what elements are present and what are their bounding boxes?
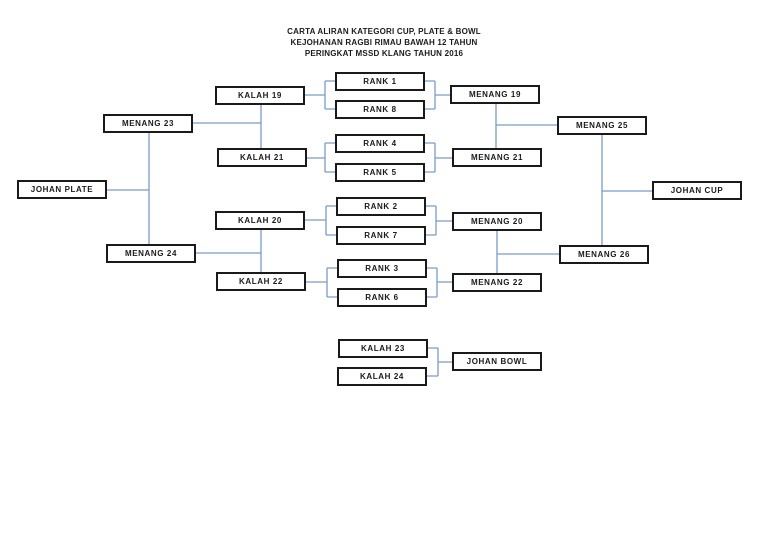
node-menang-26: MENANG 26 — [559, 245, 649, 264]
node-kalah-21: KALAH 21 — [217, 148, 307, 167]
node-rank-5: RANK 5 — [335, 163, 425, 182]
node-menang-21: MENANG 21 — [452, 148, 542, 167]
node-menang-20: MENANG 20 — [452, 212, 542, 231]
node-menang-24: MENANG 24 — [106, 244, 196, 263]
node-menang-22: MENANG 22 — [452, 273, 542, 292]
connector-lines-group — [107, 80, 652, 377]
node-rank-1: RANK 1 — [335, 72, 425, 91]
qf4-left-bracket — [305, 267, 337, 298]
match25-feed-lines — [495, 104, 557, 148]
node-kalah-20: KALAH 20 — [215, 211, 305, 230]
qf2-right-bracket — [425, 142, 452, 173]
qf3-left-bracket — [305, 205, 336, 236]
qf1-right-bracket — [425, 80, 450, 110]
node-kalah-22: KALAH 22 — [216, 272, 306, 291]
plate-final-lines — [107, 133, 150, 244]
node-kalah-19: KALAH 19 — [215, 86, 305, 105]
node-johan-cup: JOHAN CUP — [652, 181, 742, 200]
title-line-1: CARTA ALIRAN KATEGORI CUP, PLATE & BOWL — [287, 27, 481, 36]
node-kalah-24: KALAH 24 — [337, 367, 427, 386]
title-line-3: PERINGKAT MSSD KLANG TAHUN 2016 — [304, 49, 464, 58]
bowl-final-bracket — [427, 347, 452, 377]
node-menang-19: MENANG 19 — [450, 85, 540, 104]
node-kalah-23: KALAH 23 — [338, 339, 428, 358]
node-menang-25: MENANG 25 — [557, 116, 647, 135]
title-line-2: KEJOHANAN RAGBI RIMAU BAWAH 12 TAHUN — [290, 38, 478, 47]
match24-feed-lines — [196, 230, 262, 272]
diagram-title: CARTA ALIRAN KATEGORI CUP, PLATE & BOWL … — [0, 26, 768, 59]
node-rank-7: RANK 7 — [336, 226, 426, 245]
node-rank-8: RANK 8 — [335, 100, 425, 119]
qf3-right-bracket — [426, 205, 452, 236]
node-johan-bowl: JOHAN BOWL — [452, 352, 542, 371]
qf1-left-bracket — [305, 80, 335, 110]
match23-feed-lines — [193, 105, 262, 148]
node-johan-plate: JOHAN PLATE — [17, 180, 107, 199]
node-rank-4: RANK 4 — [335, 134, 425, 153]
cup-final-lines — [601, 135, 652, 245]
node-menang-23: MENANG 23 — [103, 114, 193, 133]
qf2-left-bracket — [307, 142, 335, 173]
node-rank-6: RANK 6 — [337, 288, 427, 307]
node-rank-2: RANK 2 — [336, 197, 426, 216]
node-rank-3: RANK 3 — [337, 259, 427, 278]
qf4-right-bracket — [427, 267, 452, 298]
match26-feed-lines — [496, 231, 559, 273]
